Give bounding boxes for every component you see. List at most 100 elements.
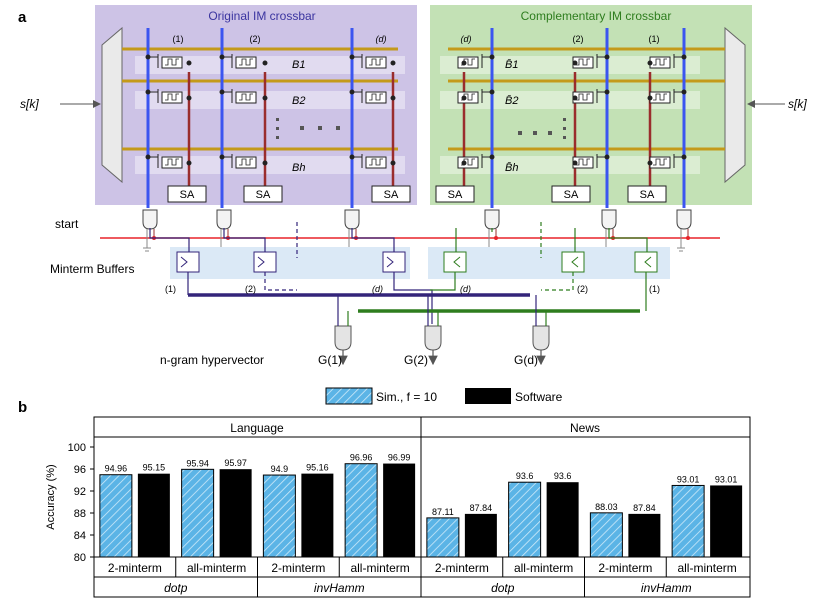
memristor-cell [349,154,396,169]
output-g1: G(1) [318,353,342,367]
facet-title-language: Language [230,421,284,435]
bar-software [219,469,252,557]
bar-software [301,473,334,557]
bar-sim [344,463,378,558]
x-categories: 2-minterm all-minterm 2-minterm all-minterm… [108,557,737,597]
panel-a-label: a [18,9,27,26]
ellipsis-dots [276,118,566,139]
bitline-and-gate [601,209,617,252]
y-tick-label: 88 [74,508,86,520]
legend-sw-label: Software [515,390,563,404]
memristor-cell [219,54,268,69]
sa-label-right-1: SA [640,189,655,201]
memristor-cell [219,154,268,169]
x-category-label: 2-minterm [108,561,162,575]
start-label: start [55,217,79,231]
col-label-left-2: (2) [250,34,261,44]
right-input-label: s[k] [788,97,807,111]
bar-sim-value: 93.6 [516,471,534,481]
complementary-crossbar-title: Complementary IM crossbar [521,9,672,23]
bar-software-value: 95.97 [224,458,247,468]
bar-sim-value: 96.96 [350,453,373,463]
y-axis-label: Accuracy (%) [45,464,57,529]
word-lines [122,47,725,151]
memristor-cell [572,54,610,69]
bar-software-value: 95.16 [306,463,329,473]
y-tick-label: 80 [74,552,86,564]
left-input-label: s[k] [20,97,39,111]
bar-sim-value: 94.9 [271,464,289,474]
sa-label-left-d: SA [384,189,399,201]
buffer-idx-right-d: (d) [460,284,471,294]
chart-frame [93,416,751,598]
bar-sim [181,468,215,558]
x-category-label: 2-minterm [435,561,489,575]
bitline-and-gate [484,209,500,252]
bar-software [546,482,579,557]
x-category-label: all-minterm [677,561,736,575]
bar-sim [589,512,623,558]
sa-label-right-d: SA [448,189,463,201]
buffer-idx-left-1: (1) [165,284,176,294]
row-label-b1-bar: B̄1 [505,58,518,71]
y-tick-label: 100 [68,442,86,454]
bar-sim [508,481,542,558]
hypervector-label: n-gram hypervector [160,353,264,367]
x-group-label: dotp [164,581,188,595]
memristor-cell [349,54,396,69]
facet-title-news: News [570,421,600,435]
memristor-cell [647,54,687,69]
memristor-cell [145,54,192,69]
row-label-bh-bar: B̄h [505,161,518,174]
col-label-left-1: (1) [173,34,184,44]
x-category-label: 2-minterm [271,561,325,575]
right-decoder [724,26,746,184]
bar-software [628,513,661,557]
memristor-cell [145,154,192,169]
bar-software [137,473,170,557]
col-label-right-d: (d) [461,34,472,44]
x-group-label: dotp [491,581,515,595]
y-axis: 80 84 88 92 96 100 [68,442,94,564]
x-category-label: all-minterm [350,561,409,575]
x-category-label: all-minterm [514,561,573,575]
bar-software-value: 87.84 [470,503,493,513]
memristor-cell [457,89,495,104]
memristor-cell [572,89,610,104]
sa-label-left-2: SA [256,189,271,201]
bar-software-value: 93.01 [715,474,738,484]
bar-software-value: 96.99 [388,453,411,463]
y-tick-label: 92 [74,486,86,498]
bar-sim-value: 95.94 [186,458,209,468]
y-tick-label: 84 [74,530,86,542]
sa-label-left-1: SA [180,189,195,201]
bar-software-value: 87.84 [633,503,656,513]
buffer-output-wires [187,272,647,324]
bar-sim-value: 93.01 [677,474,700,484]
complementary-crossbar-bg [430,5,752,205]
memristor-cell [457,154,495,169]
memristor-cell [145,89,192,104]
row-label-b2-bar: B̄2 [505,94,518,107]
output-gates [334,325,550,351]
left-decoder [101,26,123,184]
memristor-cell [647,89,687,104]
buffer-idx-left-2: (2) [245,284,256,294]
buffer-idx-left-d: (d) [372,284,383,294]
panel-b-label: b [18,399,27,416]
bar-software [464,513,497,557]
row-bands [135,56,700,174]
legend-sim-label: Sim., f = 10 [376,390,437,404]
output-gate-wires [337,295,547,326]
bar-software-value: 93.6 [554,471,572,481]
bar-sim-value: 87.11 [432,507,454,517]
y-tick-label: 96 [74,464,86,476]
memristor-cell [349,89,396,104]
minterm-buffers-right-bg [428,247,670,279]
col-label-left-d: (d) [376,34,387,44]
row-label-bh: Bh [292,162,305,174]
output-g2: G(2) [404,353,428,367]
output-arrows [338,350,546,366]
bar-sim-value: 94.96 [105,464,128,474]
